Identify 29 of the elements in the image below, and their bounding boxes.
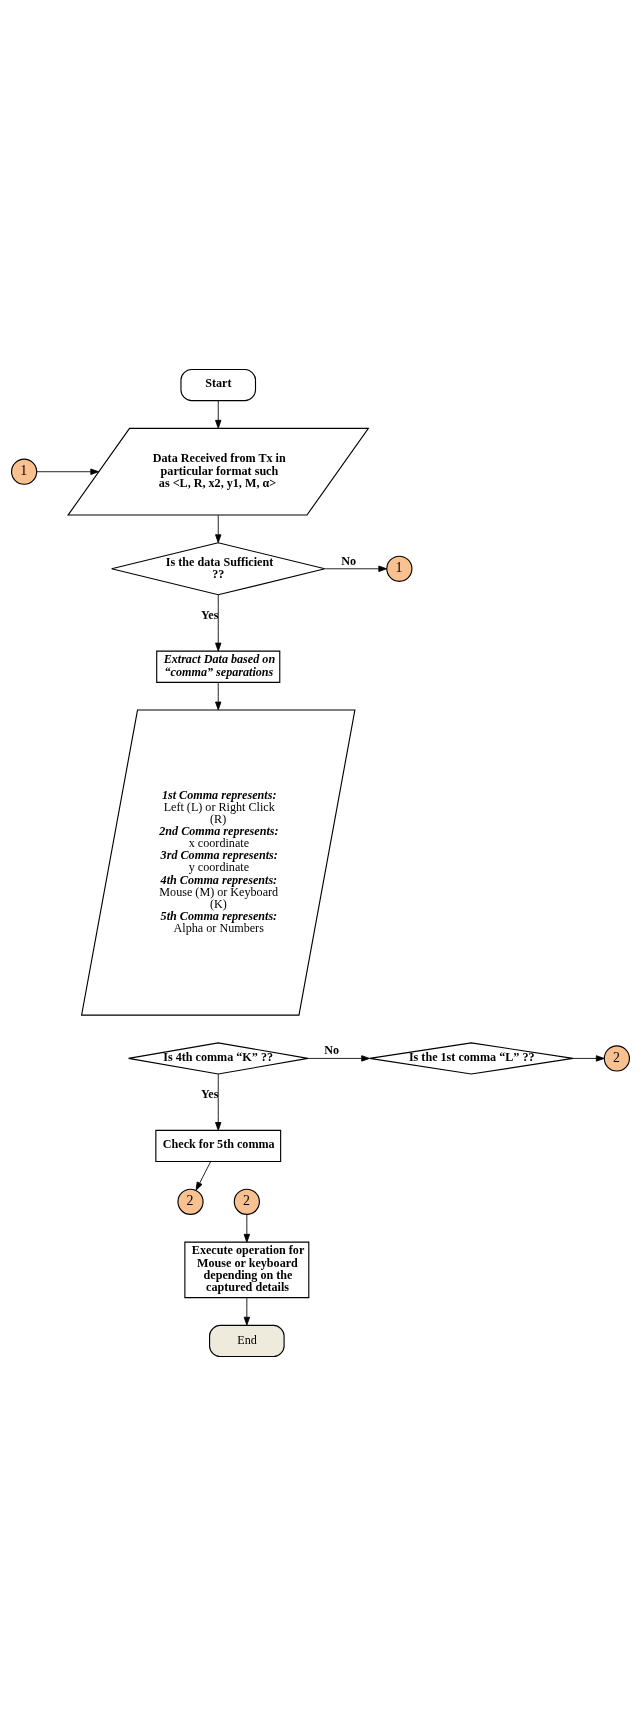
node-box: Extract Data based on “comma” separations [156,650,281,683]
node-diamond: Is the data Sufficient ?? [111,542,326,596]
arrow [36,468,100,475]
arrow [243,1297,250,1326]
node-box: End [209,1324,285,1358]
arrow [215,682,222,711]
edge-label: Yes [200,1087,219,1102]
node-diamond: Is 4th comma “K” ?? [128,1042,309,1075]
arrow [215,594,222,652]
arrow [215,514,222,543]
node-circle: 1 [386,555,413,582]
edge-label: No [324,1043,340,1058]
node-circle: 2 [603,1045,630,1072]
node-diamond: Is the 1st comma “L” ?? [369,1042,574,1075]
node-circle: 2 [233,1188,260,1215]
node-circle: 1 [11,458,38,485]
node-box: Start [180,368,257,402]
arrow [572,1055,605,1062]
edge-label: No [341,553,357,568]
arrow [243,1214,250,1243]
arrow [307,1055,370,1062]
node-circle: 2 [177,1188,204,1215]
edge-label: Yes [200,607,219,622]
arrow [215,400,222,429]
arrow [195,1161,212,1191]
arrow [324,565,388,572]
node-box: Check for 5th comma [155,1129,282,1163]
arrow [215,1073,222,1131]
node-box: Execute operation for Mouse or keyboard depending on the captured details [184,1241,310,1299]
